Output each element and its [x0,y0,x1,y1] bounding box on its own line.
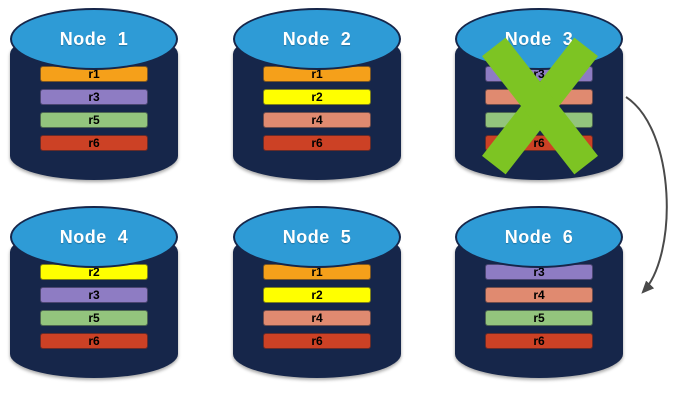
cylinder-top: Node 5 [233,206,401,268]
node-label: Node 3 [504,28,574,49]
cylinder-top: Node 2 [233,8,401,70]
record-bar[interactable]: r6 [485,135,593,151]
node-label: Node 1 [59,28,129,49]
cylinder-top: Node 6 [455,206,623,268]
record-bar[interactable]: r2 [263,89,371,105]
record-bar[interactable]: r6 [40,333,148,349]
record-bar[interactable]: r6 [263,135,371,151]
cylinder-top: Node 4 [10,206,178,268]
record-bar[interactable]: r5 [485,112,593,128]
replication-arrow [625,96,668,294]
node-label: Node 4 [59,226,129,247]
record-bar[interactable]: r4 [485,89,593,105]
record-bar[interactable]: r6 [40,135,148,151]
node-label: Node 2 [282,28,352,49]
record-bar[interactable]: r4 [485,287,593,303]
node-label: Node 6 [504,226,574,247]
cylinder-top: Node 1 [10,8,178,70]
record-bar[interactable]: r2 [263,287,371,303]
record-bar[interactable]: r6 [263,333,371,349]
record-bar[interactable]: r4 [263,112,371,128]
node-label: Node 5 [282,226,352,247]
cylinder-top: Node 3 [455,8,623,70]
record-bar[interactable]: r5 [40,112,148,128]
record-bar[interactable]: r5 [40,310,148,326]
record-bar[interactable]: r4 [263,310,371,326]
record-bar[interactable]: r6 [485,333,593,349]
record-bar[interactable]: r3 [40,287,148,303]
record-bar[interactable]: r5 [485,310,593,326]
record-bar[interactable]: r3 [40,89,148,105]
